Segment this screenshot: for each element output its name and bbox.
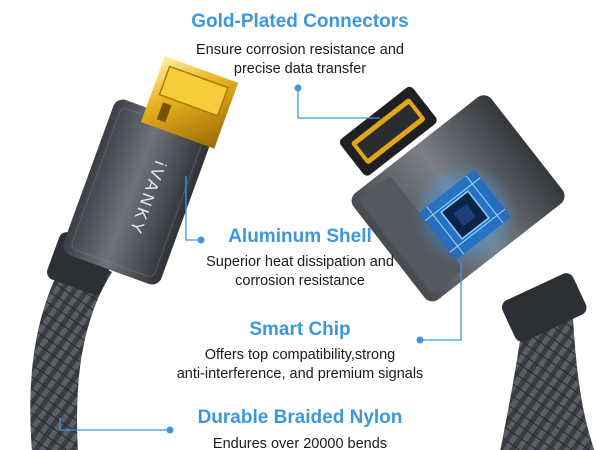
callout-dot-gold xyxy=(294,84,302,92)
feature-aluminum-shell: Aluminum Shell Superior heat dissipation… xyxy=(180,225,420,291)
feature-description-line: Superior heat dissipation and xyxy=(206,254,394,270)
feature-gold-plated: Gold-Plated Connectors Ensure corrosion … xyxy=(170,10,430,79)
feature-description-line: Offers top compatibility,strong xyxy=(204,347,396,363)
feature-description: Endures over 20000 bends xyxy=(170,435,430,450)
smart-chip xyxy=(418,169,512,261)
feature-description-line: Ensure corrosion resistance and xyxy=(196,42,404,58)
callout-lines xyxy=(59,88,462,431)
callout-dot-aluminum xyxy=(197,236,205,244)
feature-smart-chip: Smart Chip Offers top compatibility,stro… xyxy=(150,318,450,384)
callout-line-aluminum xyxy=(185,176,201,241)
feature-description: Superior heat dissipation and corrosion … xyxy=(180,253,420,291)
feature-description-line: precise data transfer xyxy=(233,61,367,77)
feature-title: Durable Braided Nylon xyxy=(197,407,403,428)
callout-dots xyxy=(166,84,424,434)
feature-description-line: corrosion resistance xyxy=(235,273,365,289)
right-strain-relief xyxy=(501,273,587,342)
left-braided-cable xyxy=(30,250,112,450)
left-connector-shell: iVANKY xyxy=(63,99,212,285)
feature-title: Gold-Plated Connectors xyxy=(191,11,409,32)
callout-line-braid xyxy=(59,418,170,431)
feature-title: Smart Chip xyxy=(249,319,351,340)
female-port xyxy=(339,86,437,176)
feature-description-line: Endures over 20000 bends xyxy=(212,436,388,450)
feature-description: Offers top compatibility,strong anti-int… xyxy=(150,346,450,384)
feature-braided-nylon: Durable Braided Nylon Endures over 20000… xyxy=(170,406,430,450)
callout-dot-braid xyxy=(166,426,174,434)
feature-description-line: anti-interference, and premium signals xyxy=(176,366,424,382)
callout-line-gold xyxy=(297,88,380,119)
callout-line-chip xyxy=(420,262,462,341)
feature-title: Aluminum Shell xyxy=(228,226,372,247)
feature-description: Ensure corrosion resistance and precise … xyxy=(170,41,430,79)
gold-plug xyxy=(140,56,239,149)
callout-dot-chip xyxy=(416,336,424,344)
